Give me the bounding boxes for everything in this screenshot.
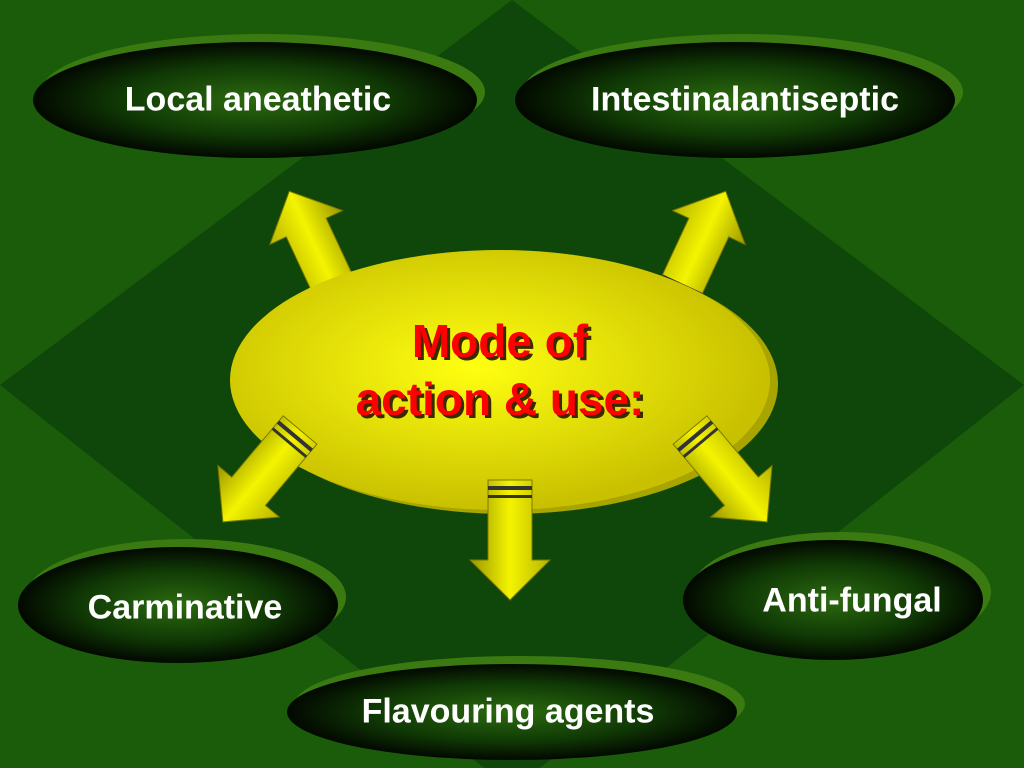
center-title-line2: action & use: bbox=[355, 373, 645, 425]
node-label-flavouring-agents: Flavouring agents bbox=[361, 692, 655, 731]
node-label-intestinal-antiseptic: Intestinalantiseptic bbox=[591, 80, 899, 119]
node-label-local-aneathetic: Local aneathetic bbox=[124, 80, 392, 119]
hub-ellipse bbox=[230, 250, 770, 510]
node-intestinal-antiseptic-bubble bbox=[515, 42, 955, 158]
center-title: Mode of action & use: bbox=[356, 312, 645, 428]
node-label-carminative: Carminative bbox=[87, 588, 283, 627]
node-label-anti-fungal: Anti-fungal bbox=[762, 581, 942, 620]
node-carminative-bubble bbox=[18, 547, 338, 663]
center-title-line1: Mode of bbox=[411, 315, 589, 367]
node-anti-fungal-bubble bbox=[683, 540, 983, 660]
node-local-aneathetic-bubble bbox=[33, 42, 477, 158]
node-flavouring-agents-bubble bbox=[287, 664, 737, 760]
